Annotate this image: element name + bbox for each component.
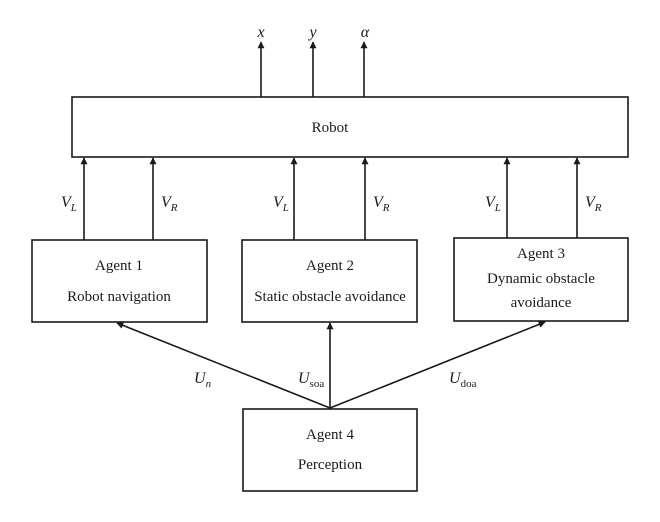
agent-2-box — [241, 239, 418, 323]
agent-3-title: Agent 3 — [517, 246, 565, 262]
udoa-arrow — [329, 321, 546, 409]
agent-4-desc: Perception — [298, 457, 363, 473]
robot-label: Robot — [312, 120, 350, 136]
agent-2-vl-label: VL — [273, 194, 289, 214]
agent-3-box — [453, 237, 629, 322]
agent-1-desc: Robot navigation — [67, 289, 171, 305]
agent-2-title: Agent 2 — [306, 258, 354, 274]
agent-1-title: Agent 1 — [95, 258, 143, 274]
output-x-label: x — [256, 24, 264, 41]
agent-3-desc-line2: avoidance — [511, 295, 572, 311]
agent-2-vr-label: VR — [373, 194, 390, 214]
output-y-label: y — [307, 24, 317, 41]
robot-box — [71, 96, 629, 158]
agent-4-box — [242, 408, 418, 492]
agent-1-box — [31, 239, 208, 323]
agent-3-vl-label: VL — [485, 194, 501, 214]
agent-3-desc-line1: Dynamic obstacle — [487, 271, 595, 287]
output-alpha-label: α — [361, 24, 370, 41]
udoa-label: Udoa — [449, 370, 477, 390]
agent-1-vr-label: VR — [161, 194, 178, 214]
usoa-label: Usoa — [298, 370, 324, 390]
agent-2-desc: Static obstacle avoidance — [254, 289, 406, 305]
agent-1-vl-label: VL — [61, 194, 77, 214]
agent-4-title: Agent 4 — [306, 427, 354, 443]
un-arrow — [116, 322, 331, 409]
un-label: Un — [194, 370, 212, 390]
agent-3-vr-label: VR — [585, 194, 602, 214]
